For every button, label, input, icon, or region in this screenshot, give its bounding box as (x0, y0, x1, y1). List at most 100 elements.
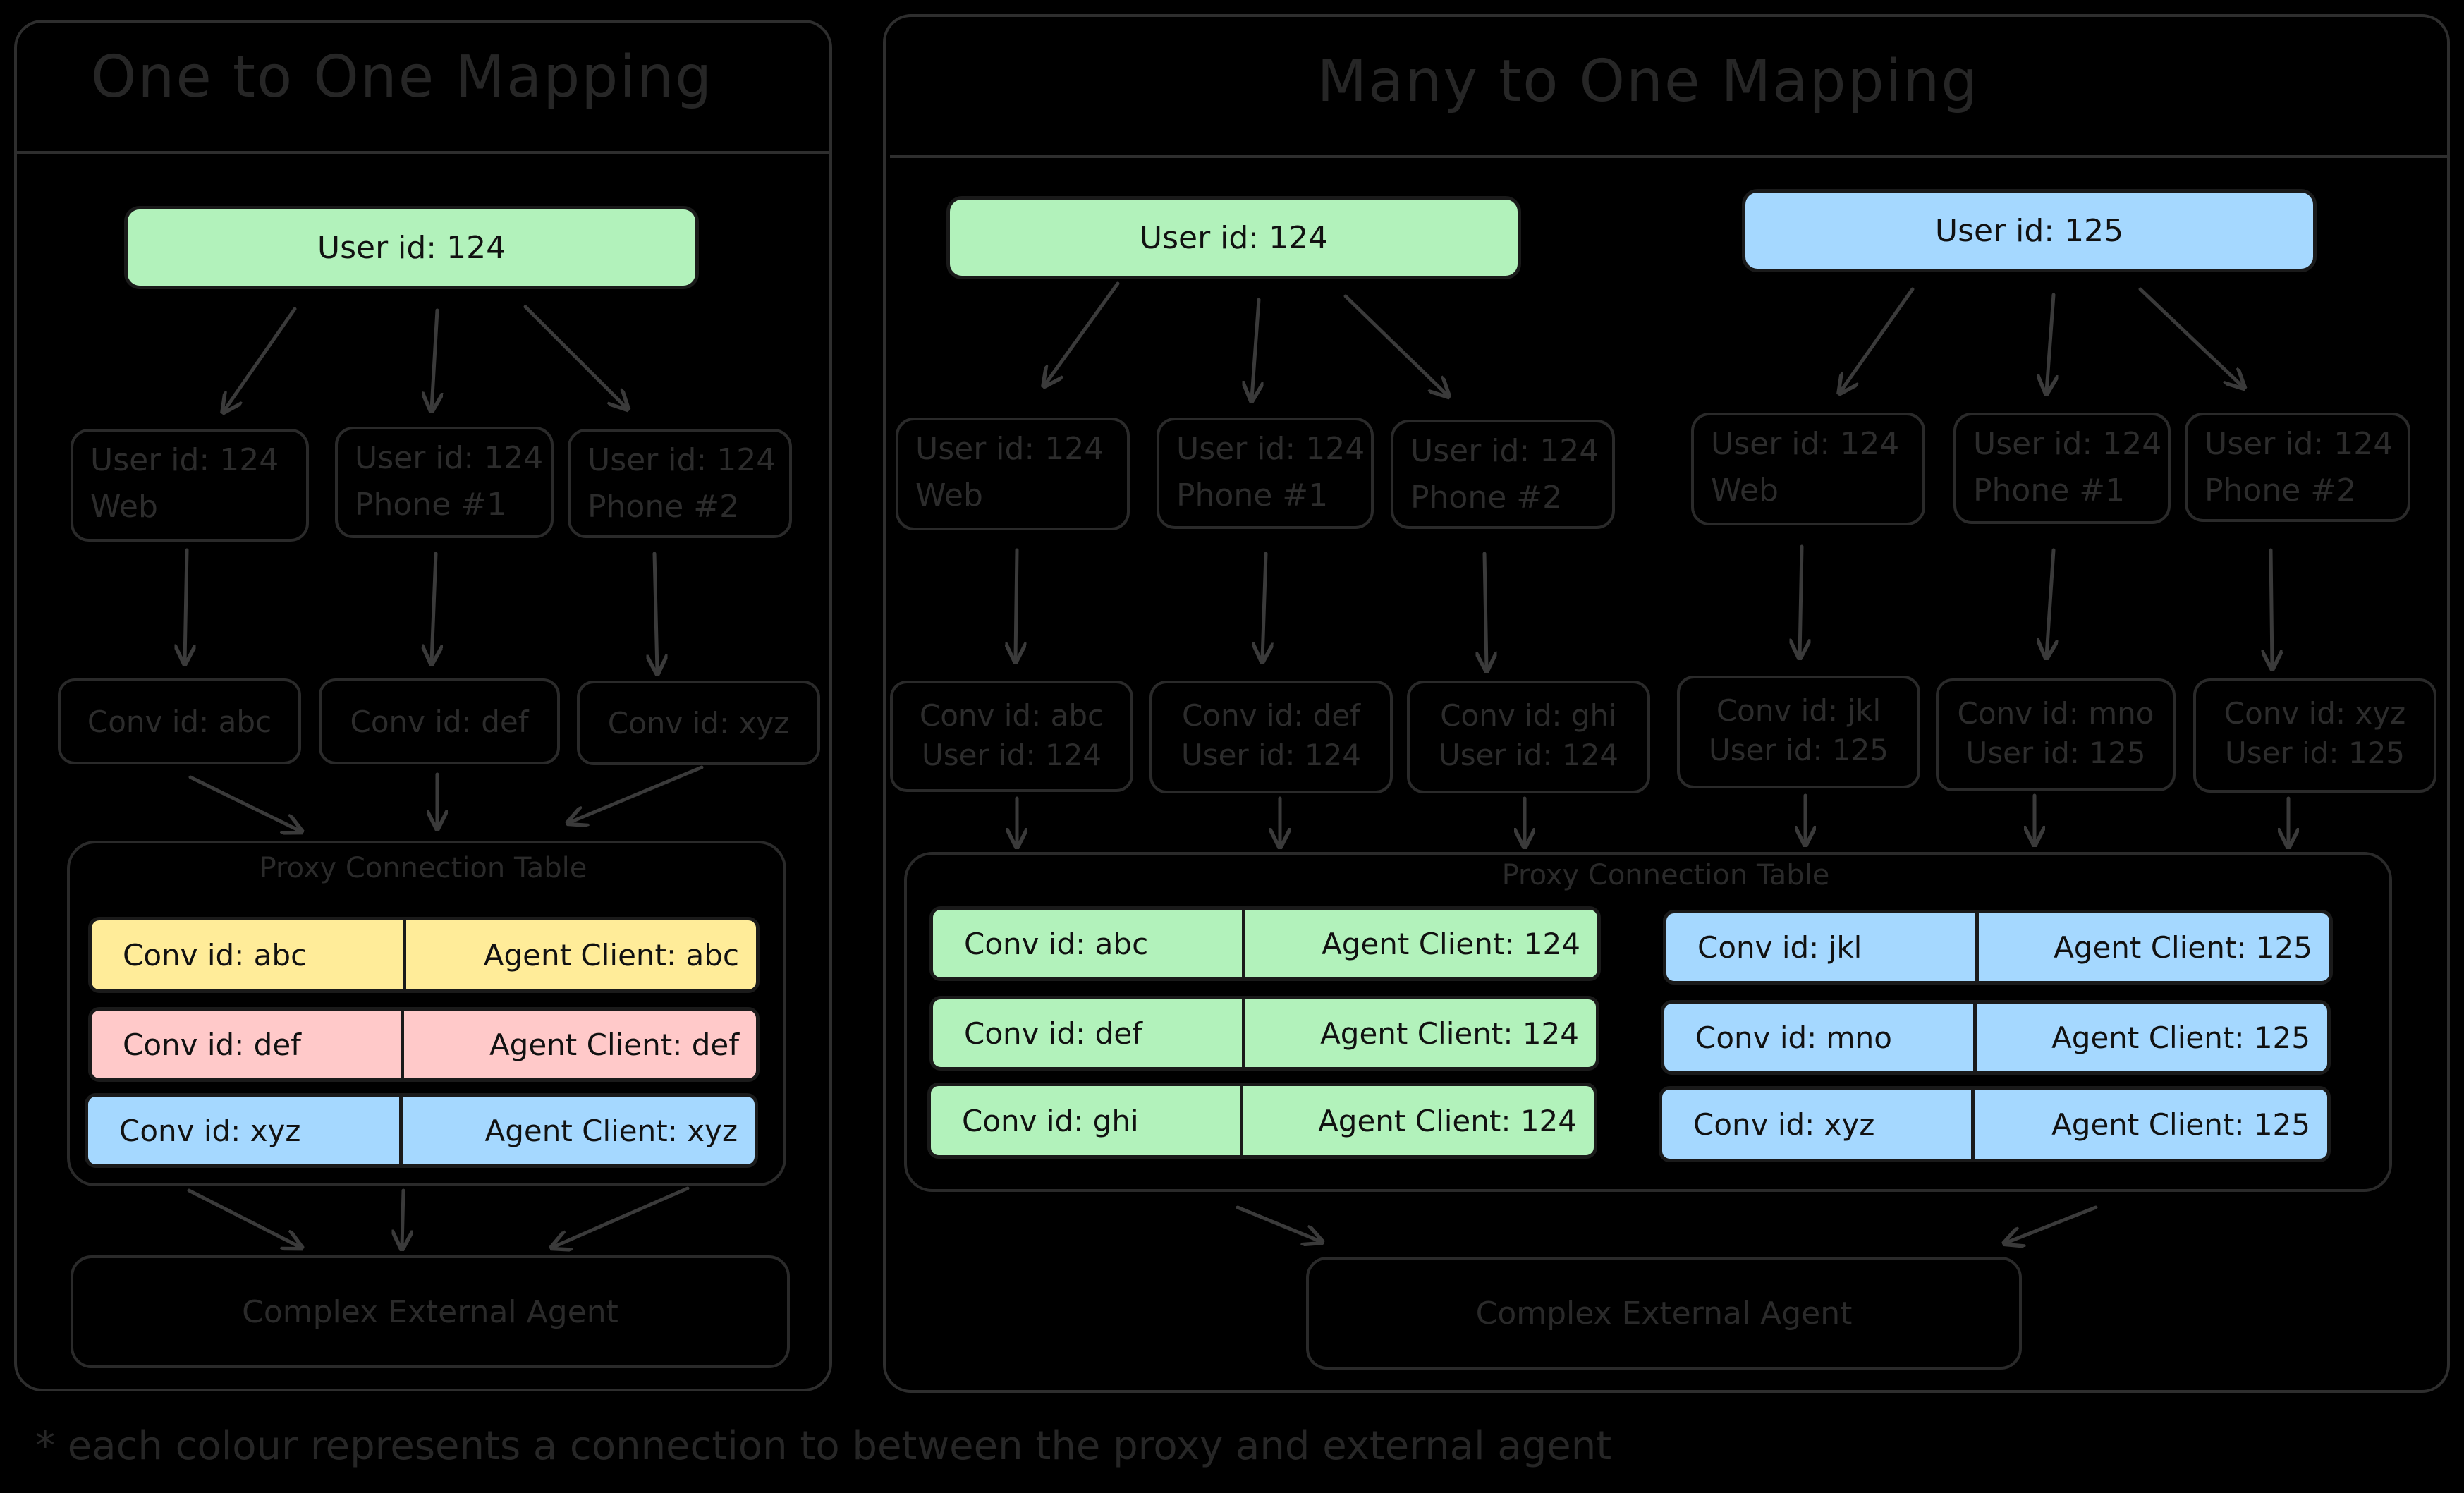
right-conv-xyz: Conv id: xyz User id: 125 (2193, 678, 2436, 793)
device-line1: User id: 124 (915, 431, 1104, 467)
right-conv-def: Conv id: def User id: 124 (1149, 681, 1393, 793)
conv-line2: User id: 124 (921, 738, 1102, 772)
row-conv: Conv id: abc (92, 920, 406, 989)
right-row-mno: Conv id: mno Agent Client: 125 (1661, 1000, 2331, 1075)
right-proxy-table-title: Proxy Connection Table (1501, 859, 1830, 891)
arrow (554, 1186, 690, 1247)
row-agent: Agent Client: 125 (2051, 1107, 2310, 1142)
row-agent: Agent Client: 124 (1318, 1103, 1577, 1138)
device-line1: User id: 124 (90, 442, 279, 478)
left-conv-def: Conv id: def (319, 678, 560, 764)
conv-line1: Conv id: mno (1957, 696, 2154, 731)
row-conv: Conv id: abc (933, 910, 1245, 977)
right-device-125-phone1: User id: 124 Phone #1 (1953, 413, 2171, 524)
right-user-124-box: User id: 124 (946, 196, 1521, 279)
arrow (1236, 1205, 1320, 1241)
device-line2: Phone #2 (2204, 473, 2357, 508)
row-agent: Agent Client: 124 (1320, 1016, 1579, 1051)
arrow (402, 1188, 403, 1247)
device-line1: User id: 124 (587, 442, 776, 478)
arrow (187, 1188, 300, 1247)
right-external-agent: Complex External Agent (1306, 1257, 2022, 1370)
row-conv: Conv id: ghi (931, 1086, 1243, 1155)
arrow (1484, 552, 1487, 669)
arrow (1841, 287, 1915, 391)
row-agent: Agent Client: def (489, 1027, 739, 1062)
row-conv: Conv id: def (933, 999, 1245, 1067)
many-to-one-title: Many to One Mapping (1317, 48, 1980, 115)
device-line1: User id: 124 (1711, 426, 1900, 462)
conv-line2: User id: 124 (1181, 738, 1362, 772)
right-title-divider (890, 155, 2450, 158)
one-to-one-panel (14, 20, 832, 1391)
device-line2: Phone #1 (355, 487, 507, 523)
device-line1: User id: 124 (2204, 426, 2393, 462)
right-device-125-phone2: User id: 124 Phone #2 (2185, 413, 2410, 522)
many-to-one-panel (883, 14, 2450, 1393)
arrow (570, 765, 704, 822)
arrow (2271, 548, 2272, 666)
left-row-xyz: Conv id: xyz Agent Client: xyz (85, 1093, 758, 1168)
right-row-ghi: Conv id: ghi Agent Client: 124 (927, 1083, 1597, 1159)
right-device-124-web: User id: 124 Web (896, 418, 1130, 530)
left-row-abc: Conv id: abc Agent Client: abc (88, 917, 760, 993)
arrow (654, 552, 657, 671)
row-conv: Conv id: xyz (1662, 1090, 1975, 1159)
row-agent: Agent Client: xyz (484, 1113, 738, 1148)
arrow (1016, 548, 1017, 659)
arrow (2047, 293, 2054, 391)
arrow (2006, 1205, 2098, 1243)
right-row-abc: Conv id: abc Agent Client: 124 (929, 906, 1601, 981)
device-line1: User id: 124 (1410, 433, 1599, 469)
device-line2: Phone #1 (1973, 473, 2125, 508)
row-conv: Conv id: xyz (88, 1097, 403, 1164)
right-device-124-phone1: User id: 124 Phone #1 (1157, 418, 1374, 529)
row-agent: Agent Client: 124 (1322, 926, 1580, 961)
one-to-one-title: One to One Mapping (90, 44, 714, 111)
colour-footnote: * each colour represents a connection to… (35, 1423, 1612, 1469)
arrow (2138, 287, 2243, 386)
device-line2: Web (90, 489, 158, 525)
device-line2: Phone #1 (1176, 477, 1329, 513)
conv-line2: User id: 124 (1438, 738, 1619, 772)
conv-line1: Conv id: abc (919, 698, 1104, 733)
conv-line1: Conv id: xyz (2224, 696, 2406, 731)
left-title-divider (14, 151, 832, 154)
device-line2: Web (1711, 473, 1779, 508)
arrow (2047, 548, 2054, 656)
arrow (1800, 544, 1802, 656)
left-user-box: User id: 124 (124, 206, 699, 289)
right-conv-ghi: Conv id: ghi User id: 124 (1407, 681, 1650, 793)
left-device-web: User id: 124 Web (71, 429, 309, 542)
conv-line2: User id: 125 (1965, 736, 2146, 770)
arrow (432, 308, 437, 409)
conv-line2: User id: 125 (1708, 733, 1889, 767)
right-conv-mno: Conv id: mno User id: 125 (1936, 678, 2176, 791)
arrow (523, 305, 626, 408)
right-user-125-box: User id: 125 (1742, 189, 2317, 272)
left-device-phone2: User id: 124 Phone #2 (568, 429, 792, 538)
right-proxy-table (904, 852, 2392, 1192)
right-device-125-web: User id: 124 Web (1691, 413, 1925, 525)
arrow (1262, 552, 1266, 659)
arrow (188, 775, 300, 831)
device-line2: Phone #2 (1410, 480, 1563, 516)
right-conv-jkl: Conv id: jkl User id: 125 (1677, 676, 1920, 788)
arrow (185, 548, 187, 662)
conv-line1: Conv id: def (1182, 698, 1360, 733)
left-conv-abc: Conv id: abc (58, 678, 301, 764)
arrow (1343, 294, 1447, 395)
left-proxy-table (67, 841, 786, 1186)
conv-line1: Conv id: jkl (1716, 693, 1881, 728)
right-row-xyz: Conv id: xyz Agent Client: 125 (1659, 1086, 2331, 1162)
row-agent: Agent Client: 125 (2054, 930, 2312, 965)
row-agent: Agent Client: abc (483, 937, 739, 973)
arrow (1045, 281, 1120, 384)
right-device-124-phone2: User id: 124 Phone #2 (1391, 420, 1615, 529)
left-device-phone1: User id: 124 Phone #1 (335, 427, 554, 538)
arrow (1252, 298, 1259, 398)
conv-line1: Conv id: ghi (1440, 698, 1617, 733)
row-conv: Conv id: jkl (1666, 913, 1979, 981)
left-external-agent: Complex External Agent (71, 1255, 790, 1368)
